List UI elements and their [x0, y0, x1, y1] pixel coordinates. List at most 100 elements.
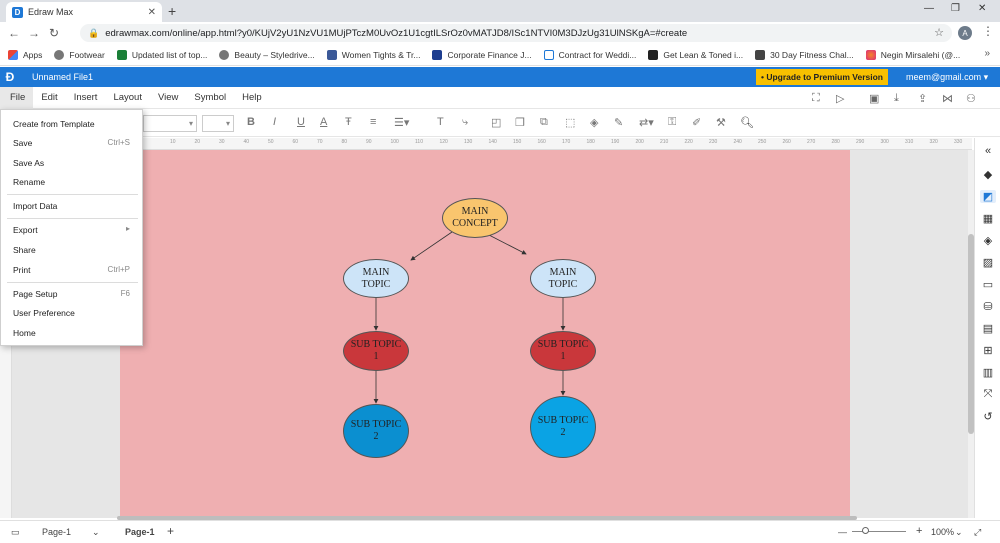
bookmark-item[interactable]: Negin Mirsalehi (@... — [865, 49, 960, 60]
reload-icon[interactable]: ↻ — [48, 26, 60, 40]
menu-insert[interactable]: Insert — [73, 92, 98, 103]
bookmark-item[interactable]: Footwear — [54, 49, 105, 60]
save-icon[interactable]: ▣ — [869, 93, 880, 105]
zoom-level[interactable]: 100% — [931, 527, 955, 537]
zoom-in-icon[interactable]: + — [916, 525, 923, 537]
upgrade-button[interactable]: • Upgrade to Premium Version — [756, 69, 888, 85]
menu-home[interactable]: Home — [13, 328, 36, 338]
page-list-icon[interactable]: ▭ — [11, 527, 20, 537]
bookmark-item[interactable]: Apps — [8, 49, 42, 60]
text-style-icon[interactable]: Ŧ — [345, 116, 352, 128]
minimize-icon[interactable]: — — [924, 3, 934, 14]
lock-shape-icon[interactable]: ⚿ — [668, 116, 677, 128]
page-selector[interactable]: Page-1 — [42, 527, 71, 537]
bookmark-item[interactable]: 30 Day Fitness Chal... — [755, 49, 854, 60]
menu-share[interactable]: Share — [13, 245, 36, 255]
edraw-logo-icon[interactable]: Ð — [5, 70, 15, 84]
menu-page-setup[interactable]: Page Setup — [13, 289, 58, 299]
share-icon[interactable]: ⋈ — [942, 93, 953, 105]
grid-icon[interactable]: ▦ — [982, 213, 994, 225]
fill-bucket-icon[interactable]: ◆ — [983, 169, 993, 181]
format-icon[interactable]: ◩ — [980, 190, 996, 203]
zoom-slider-handle[interactable] — [862, 527, 869, 534]
font-color-icon[interactable]: A — [320, 116, 328, 128]
tools-icon[interactable]: ⚒ — [716, 117, 726, 129]
fullscreen-icon[interactable]: ⛶ — [812, 92, 820, 104]
zoom-out-icon[interactable]: — — [838, 527, 847, 537]
font-family-select[interactable]: ▾ — [143, 115, 197, 132]
bold-icon[interactable]: B — [247, 116, 255, 128]
node-sub-topic-2-right[interactable]: SUB TOPIC 2 — [530, 396, 596, 458]
close-window-icon[interactable]: ✕ — [978, 3, 987, 14]
more-bookmarks-icon[interactable]: » — [984, 48, 990, 59]
node-main-topic-left[interactable]: MAIN TOPIC — [343, 259, 409, 298]
connector-icon[interactable]: ⤷ — [462, 116, 469, 128]
zoom-slider[interactable] — [852, 531, 906, 532]
group-icon[interactable]: ❐ — [515, 117, 525, 129]
node-sub-topic-1-right[interactable]: SUB TOPIC 1 — [530, 331, 596, 371]
italic-icon[interactable]: I — [273, 116, 277, 128]
chart-icon[interactable]: ▤ — [982, 323, 994, 335]
file-name[interactable]: Unnamed File1 — [32, 72, 94, 82]
menu-view[interactable]: View — [157, 92, 179, 103]
scroll-thumb[interactable] — [968, 234, 974, 434]
menu-save-as[interactable]: Save As — [13, 158, 45, 168]
export-icon[interactable]: ⇪ — [918, 93, 928, 105]
menu-help[interactable]: Help — [242, 92, 262, 103]
account-email[interactable]: meem@gmail.com ▾ — [906, 72, 989, 82]
menu-save[interactable]: Save — [13, 138, 33, 148]
browser-menu-icon[interactable]: ⋮ — [982, 24, 994, 38]
menu-layout[interactable]: Layout — [113, 92, 142, 103]
line-spacing-icon[interactable]: ☰▾ — [394, 117, 410, 129]
menu-edit[interactable]: Edit — [41, 92, 58, 103]
presentation-icon[interactable]: ▭ — [982, 279, 994, 291]
align-icon[interactable]: ≡ — [370, 116, 377, 128]
page-dropdown-icon[interactable]: ⌄ — [92, 527, 100, 537]
menu-create-from-template[interactable]: Create from Template — [13, 119, 95, 129]
menu-import-data[interactable]: Import Data — [13, 201, 58, 211]
menu-export[interactable]: Export — [13, 225, 38, 235]
line-style-icon[interactable]: ⇄▾ — [639, 117, 654, 129]
edit-shape-icon[interactable]: ✐ — [692, 117, 702, 129]
profile-avatar[interactable]: A — [958, 26, 972, 40]
image-icon[interactable]: ▨ — [982, 257, 994, 269]
menu-file[interactable]: File — [0, 86, 34, 109]
history-icon[interactable]: ↺ — [983, 411, 993, 423]
pen-icon[interactable]: ✎ — [614, 117, 624, 129]
text-box-icon[interactable]: T — [437, 116, 444, 128]
bookmark-item[interactable]: Corporate Finance J... — [432, 49, 532, 60]
vertical-scrollbar[interactable] — [968, 150, 974, 518]
bookmark-item[interactable]: Beauty – Styledrive... — [219, 49, 315, 60]
collaborate-icon[interactable]: ⚇ — [966, 93, 976, 105]
back-icon[interactable]: ← — [8, 26, 20, 40]
data-icon[interactable]: ⛁ — [983, 301, 993, 313]
bookmark-item[interactable]: Get Lean & Toned i... — [648, 49, 743, 60]
font-size-select[interactable]: ▾ — [202, 115, 234, 132]
url-bar[interactable]: 🔒 edrawmax.com/online/app.html?y0/KUjV2y… — [80, 24, 952, 42]
download-icon[interactable]: ⤓ — [894, 92, 899, 104]
new-tab-icon[interactable]: + — [168, 3, 177, 19]
shape-icon[interactable]: ◰ — [491, 117, 502, 129]
menu-user-preference[interactable]: User Preference — [13, 308, 75, 318]
forward-icon[interactable]: → — [28, 26, 40, 40]
export-panel-icon[interactable]: ▥ — [982, 367, 994, 379]
node-main-concept[interactable]: MAIN CONCEPT — [442, 198, 508, 238]
node-sub-topic-1-left[interactable]: SUB TOPIC 1 — [343, 331, 409, 371]
add-page-icon[interactable]: + — [167, 524, 175, 538]
layers-icon[interactable]: ◈ — [983, 235, 993, 247]
menu-symbol[interactable]: Symbol — [194, 92, 227, 103]
search-icon[interactable]: 🔍︎ — [740, 117, 754, 129]
arrange-icon[interactable]: ⧉ — [540, 116, 548, 128]
menu-rename[interactable]: Rename — [13, 177, 46, 187]
zoom-dropdown-icon[interactable]: ⌄ — [955, 527, 963, 537]
node-sub-topic-2-left[interactable]: SUB TOPIC 2 — [343, 404, 409, 458]
bookmark-item[interactable]: Updated list of top... — [116, 49, 207, 60]
bookmark-item[interactable]: Women Tights & Tr... — [326, 49, 420, 60]
underline-icon[interactable]: U — [297, 116, 305, 128]
collapse-panel-icon[interactable]: « — [984, 145, 992, 157]
horizontal-scrollbar[interactable] — [117, 516, 857, 520]
menu-print[interactable]: Print — [13, 265, 31, 275]
fill-icon[interactable]: ◈ — [590, 117, 599, 129]
page-tab-active[interactable]: Page-1 — [125, 527, 155, 537]
fit-icon[interactable]: ⤧ — [983, 388, 993, 400]
